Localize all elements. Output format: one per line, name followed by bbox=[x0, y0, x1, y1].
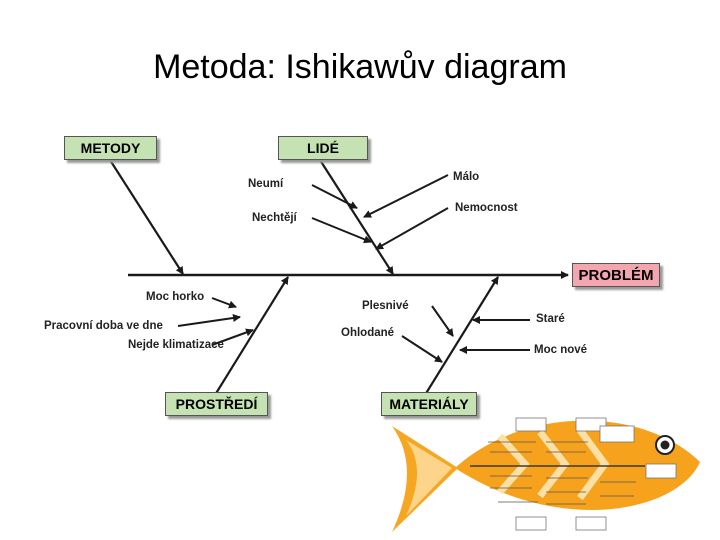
category-box-metody: METODY bbox=[64, 136, 157, 160]
fishbone-fish-illustration bbox=[392, 417, 700, 532]
arrow-moc-horko bbox=[211, 297, 237, 309]
slide-title: Metoda: Ishikawův diagram bbox=[153, 48, 567, 86]
arrow-nejde-klimatizace bbox=[211, 328, 254, 346]
bone-metody bbox=[109, 159, 184, 275]
arrow-neumi bbox=[311, 184, 358, 209]
fish-tail-inner bbox=[406, 440, 452, 516]
cause-label-nechteji: Nechtějí bbox=[252, 212, 297, 224]
arrow-ohlodane bbox=[401, 335, 443, 363]
cause-label-nemocnost: Nemocnost bbox=[455, 202, 518, 214]
bone-lide bbox=[319, 159, 394, 275]
cause-label-plesnive: Plesnivé bbox=[362, 300, 409, 312]
cause-label-moc-horko: Moc horko bbox=[146, 291, 205, 303]
category-box-materialy: MATERIÁLY bbox=[381, 392, 477, 416]
cause-label-malo: Málo bbox=[453, 171, 480, 183]
arrow-nemocnost bbox=[375, 207, 449, 250]
cause-label-pracovni-doba: Pracovní doba ve dne bbox=[44, 320, 163, 332]
arrow-plesnive bbox=[431, 305, 454, 337]
arrow-malo bbox=[363, 174, 449, 218]
cause-label-neumi: Neumí bbox=[248, 178, 284, 190]
cause-label-stare: Staré bbox=[536, 313, 565, 325]
problem-box: PROBLÉM bbox=[572, 263, 660, 287]
cause-label-ohlodane: Ohlodané bbox=[341, 327, 395, 339]
arrow-nechteji bbox=[311, 217, 372, 244]
bone-prostredi bbox=[214, 276, 289, 396]
category-box-prostredi: PROSTŘEDÍ bbox=[165, 392, 268, 416]
arrow-pracovni-doba bbox=[177, 314, 241, 327]
category-box-lide: LIDÉ bbox=[278, 136, 368, 160]
cause-label-nejde-klimatizace: Nejde klimatizace bbox=[128, 339, 224, 351]
bone-materialy bbox=[424, 276, 499, 396]
cause-label-moc-nove: Moc nové bbox=[534, 344, 588, 356]
